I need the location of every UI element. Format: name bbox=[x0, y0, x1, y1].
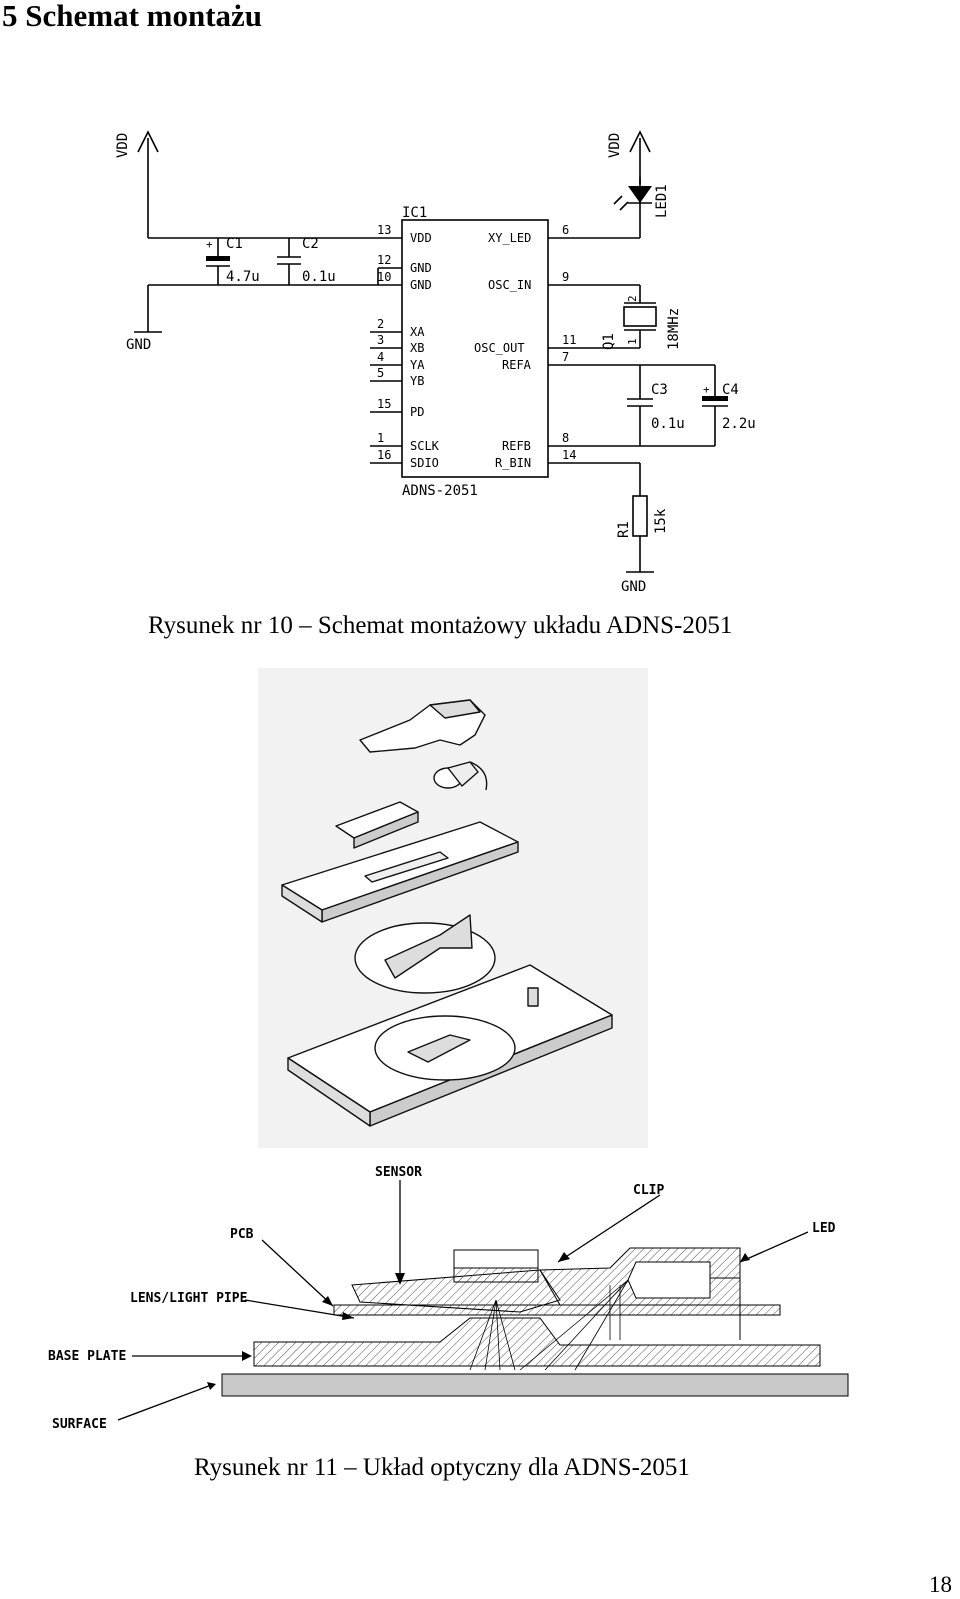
led-body bbox=[627, 1261, 711, 1299]
pin-name: SCLK bbox=[410, 439, 440, 453]
pin-num: 6 bbox=[562, 223, 569, 237]
gnd-label-left: GND bbox=[126, 337, 151, 353]
label-sensor: SENSOR bbox=[375, 1165, 422, 1180]
q1-pin1: 1 bbox=[626, 338, 639, 345]
r1-name: R1 bbox=[616, 521, 632, 538]
pin-num: 2 bbox=[377, 317, 384, 331]
c1-plus: + bbox=[206, 238, 213, 251]
pin-num: 13 bbox=[377, 223, 391, 237]
label-lens: LENS/LIGHT PIPE bbox=[130, 1291, 247, 1306]
pin-name: VDD bbox=[410, 231, 432, 245]
pin-num: 8 bbox=[562, 431, 569, 445]
ic-name: IC1 bbox=[402, 205, 427, 221]
page-number: 18 bbox=[929, 1572, 952, 1597]
vdd-label-left: VDD bbox=[115, 133, 131, 158]
pin-name: REFA bbox=[502, 358, 532, 372]
schematic-diagram: IC1 ADNS-2051 13 VDD 12 GND 10 GND 2 XA … bbox=[115, 130, 756, 595]
pin-name: OSC_IN bbox=[488, 278, 531, 292]
figure-11-caption: Rysunek nr 11 – Układ optyczny dla ADNS-… bbox=[194, 1454, 690, 1481]
c1-name: C1 bbox=[226, 236, 243, 252]
c4-name: C4 bbox=[722, 382, 739, 398]
pin-num: 14 bbox=[562, 448, 576, 462]
base-plate-section bbox=[253, 1317, 821, 1367]
pin-name: REFB bbox=[502, 439, 531, 453]
surface-layer bbox=[221, 1373, 849, 1397]
c3-name: C3 bbox=[651, 382, 668, 398]
pin-name: XA bbox=[410, 325, 425, 339]
c3-value: 0.1u bbox=[651, 416, 685, 432]
pin-num: 3 bbox=[377, 333, 384, 347]
pin-num: 9 bbox=[562, 270, 569, 284]
pin-num: 5 bbox=[377, 366, 384, 380]
label-led: LED bbox=[812, 1221, 836, 1236]
pin-name: GND bbox=[410, 261, 432, 275]
pin-name: OSC_OUT bbox=[474, 341, 525, 355]
pin-num: 10 bbox=[377, 270, 391, 284]
pin-name: R_BIN bbox=[495, 456, 531, 470]
label-pcb: PCB bbox=[230, 1227, 254, 1242]
pin-name: SDIO bbox=[410, 456, 439, 470]
c4-plus: + bbox=[703, 383, 710, 396]
exploded-assembly-drawing bbox=[258, 668, 648, 1148]
c4-value: 2.2u bbox=[722, 416, 756, 432]
pin-name: YA bbox=[410, 358, 425, 372]
figure-10-caption: Rysunek nr 10 – Schemat montażowy układu… bbox=[148, 612, 733, 639]
sensor-block bbox=[453, 1249, 539, 1269]
gnd-label-bottom: GND bbox=[621, 579, 646, 595]
pin-num: 1 bbox=[377, 431, 384, 445]
label-surface: SURFACE bbox=[52, 1417, 107, 1432]
pin-num: 11 bbox=[562, 333, 576, 347]
led1-label: LED1 bbox=[654, 184, 670, 218]
pin-num: 4 bbox=[377, 350, 384, 364]
c2-value: 0.1u bbox=[302, 269, 336, 285]
r1-value: 15k bbox=[653, 508, 669, 534]
pin-name: PD bbox=[410, 405, 424, 419]
pin-name: XY_LED bbox=[488, 231, 531, 245]
label-clip: CLIP bbox=[633, 1183, 664, 1198]
c2-name: C2 bbox=[302, 236, 319, 252]
pin-name: XB bbox=[410, 341, 424, 355]
q1-pin2: 2 bbox=[626, 295, 639, 302]
pin-num: 12 bbox=[377, 253, 391, 267]
optical-cross-section: SENSOR CLIP PCB LED LENS/LIGHT PIPE BASE… bbox=[48, 1165, 849, 1432]
q1-name: Q1 bbox=[601, 333, 617, 350]
q1-value: 18MHz bbox=[666, 308, 682, 350]
pin-num: 16 bbox=[377, 448, 391, 462]
c1-value: 4.7u bbox=[226, 269, 260, 285]
label-base-plate: BASE PLATE bbox=[48, 1349, 126, 1364]
section-heading: 5 Schemat montażu bbox=[2, 0, 263, 33]
pin-num: 15 bbox=[377, 397, 391, 411]
vdd-label-right: VDD bbox=[607, 133, 623, 158]
pin-name: GND bbox=[410, 278, 432, 292]
pcb-section bbox=[333, 1304, 781, 1316]
pin-name: YB bbox=[410, 374, 424, 388]
pin-num: 7 bbox=[562, 350, 569, 364]
ic-part-label: ADNS-2051 bbox=[402, 483, 478, 499]
